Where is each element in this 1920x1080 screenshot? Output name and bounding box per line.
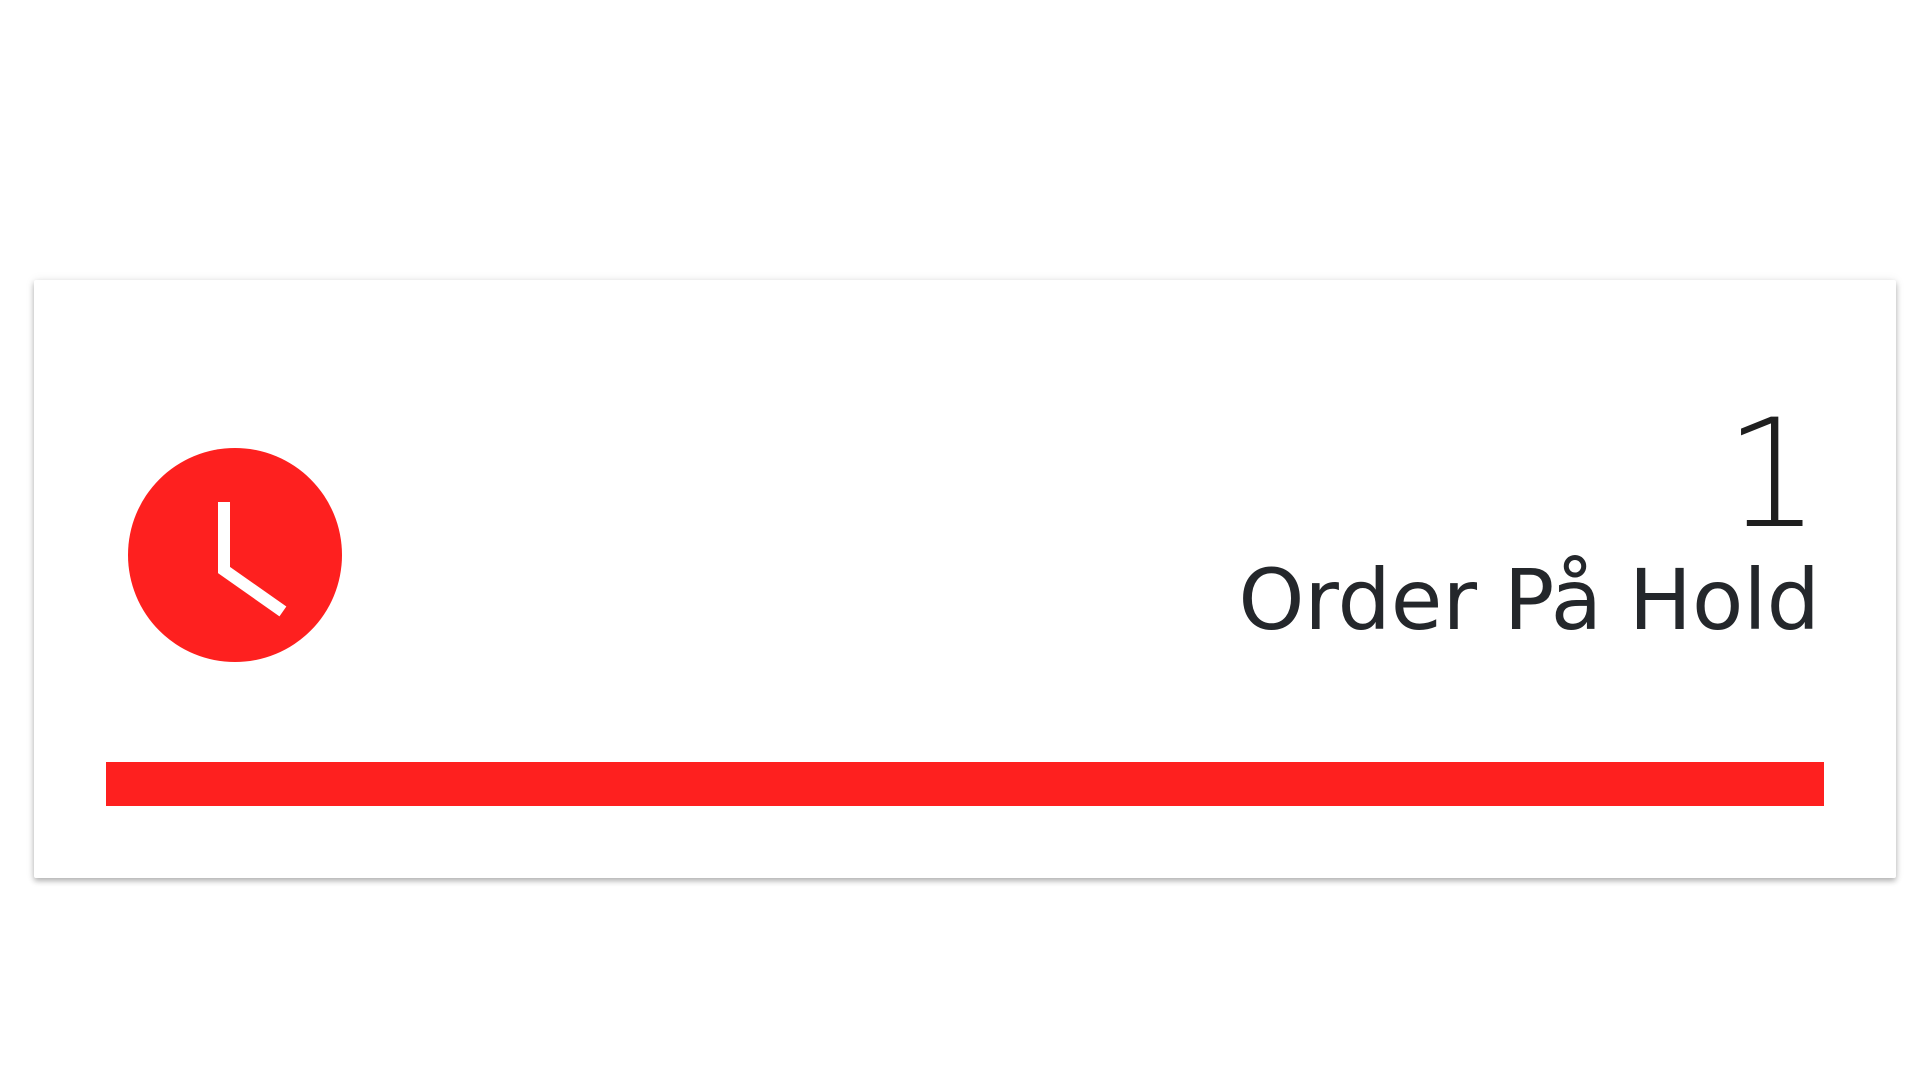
clock-icon-graphic [128, 448, 342, 662]
order-status-label: Order På Hold [1238, 551, 1820, 649]
progress-fill [106, 762, 1824, 806]
progress-bar [106, 762, 1824, 806]
clock-icon [128, 448, 342, 662]
order-count: 1 [1724, 388, 1820, 562]
order-on-hold-card[interactable]: 1 Order På Hold [34, 280, 1896, 878]
